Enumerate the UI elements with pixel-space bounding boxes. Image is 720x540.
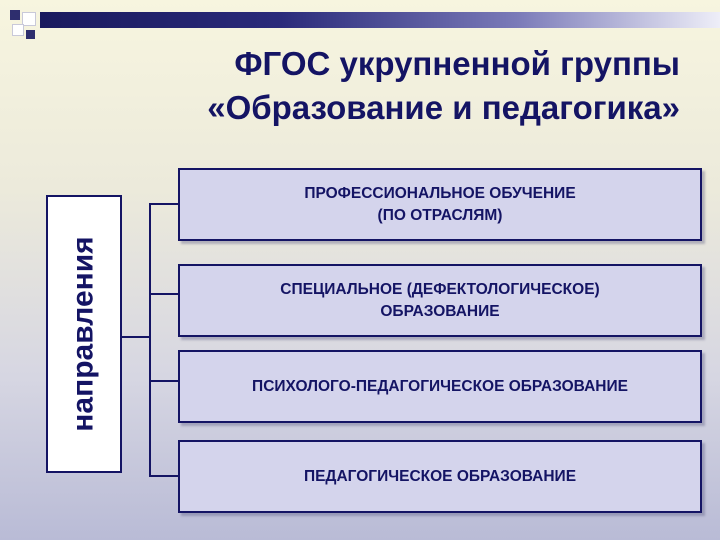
connector-line bbox=[149, 203, 151, 476]
direction-text: ОБРАЗОВАНИЕ bbox=[380, 302, 500, 320]
direction-text: ПСИХОЛОГО-ПЕДАГОГИЧЕСКОЕ ОБРАЗОВАНИЕ bbox=[252, 377, 628, 395]
category-label-box: направления bbox=[46, 195, 122, 473]
decor-square bbox=[22, 12, 36, 26]
title-line-2: «Образование и педагогика» bbox=[207, 89, 680, 126]
direction-box-2: СПЕЦИАЛЬНОЕ (ДЕФЕКТОЛОГИЧЕСКОЕ) ОБРАЗОВА… bbox=[178, 264, 702, 337]
slide-title: ФГОС укрупненной группы «Образование и п… bbox=[40, 42, 680, 130]
direction-box-1: ПРОФЕССИОНАЛЬНОЕ ОБУЧЕНИЕ (ПО ОТРАСЛЯМ) bbox=[178, 168, 702, 241]
direction-text: ПРОФЕССИОНАЛЬНОЕ ОБУЧЕНИЕ bbox=[304, 184, 576, 202]
connector-line bbox=[149, 293, 180, 295]
decor-square bbox=[26, 30, 35, 39]
direction-box-3: ПСИХОЛОГО-ПЕДАГОГИЧЕСКОЕ ОБРАЗОВАНИЕ bbox=[178, 350, 702, 423]
decor-square bbox=[12, 24, 24, 36]
direction-box-4: ПЕДАГОГИЧЕСКОЕ ОБРАЗОВАНИЕ bbox=[178, 440, 702, 513]
connector-line bbox=[149, 203, 180, 205]
decor-square bbox=[10, 10, 20, 20]
category-label: направления bbox=[67, 236, 100, 432]
direction-text: (ПО ОТРАСЛЯМ) bbox=[377, 206, 503, 224]
direction-text: СПЕЦИАЛЬНОЕ (ДЕФЕКТОЛОГИЧЕСКОЕ) bbox=[280, 280, 600, 298]
connector-line bbox=[122, 336, 150, 338]
connector-line bbox=[149, 380, 180, 382]
connector-line bbox=[149, 475, 180, 477]
direction-text: ПЕДАГОГИЧЕСКОЕ ОБРАЗОВАНИЕ bbox=[303, 467, 577, 485]
header-gradient-bar bbox=[40, 12, 720, 28]
title-line-1: ФГОС укрупненной группы bbox=[234, 45, 680, 82]
